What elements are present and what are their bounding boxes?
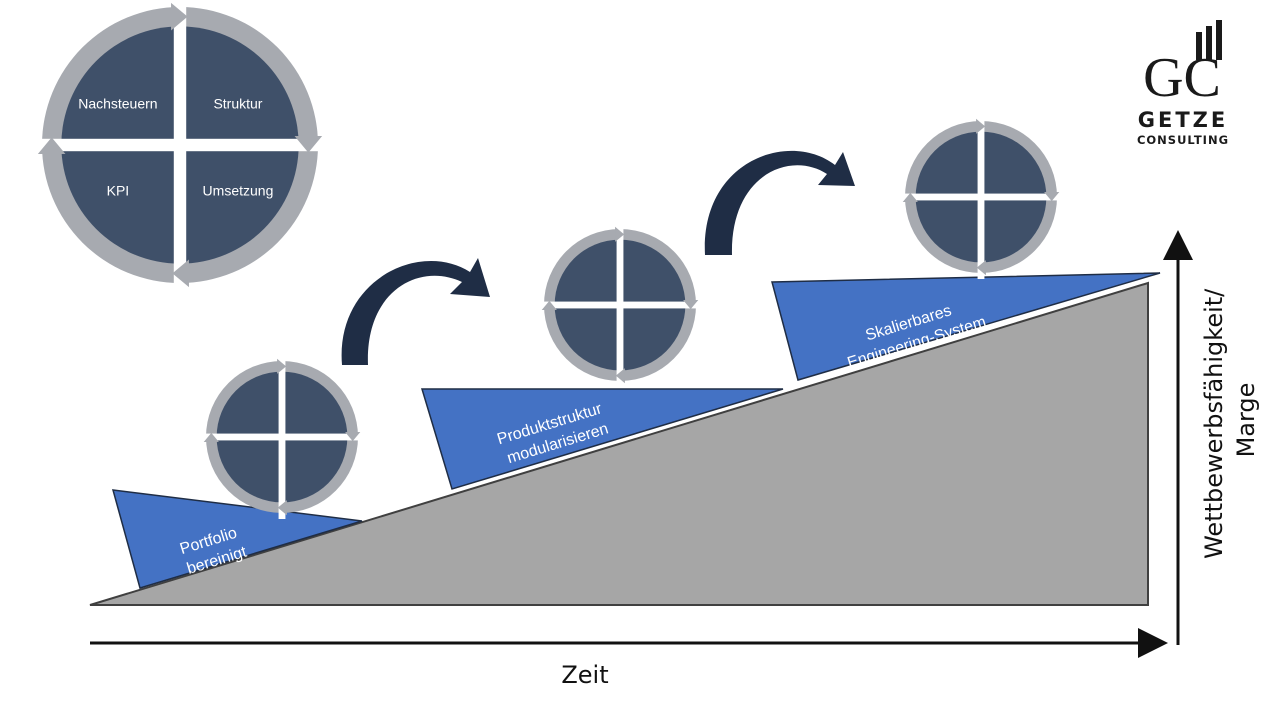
step-produktstruktur: Produktstruktur modularisieren bbox=[420, 388, 784, 490]
step-portfolio: Portfolio bereinigt bbox=[111, 489, 363, 589]
cycle-divider bbox=[899, 193, 1063, 201]
x-axis-label: Zeit bbox=[561, 661, 608, 689]
logo-subtitle: CONSULTING bbox=[1137, 133, 1229, 147]
cycle-arrowhead-icon bbox=[203, 432, 219, 442]
getze-consulting-logo: GC GETZE CONSULTING bbox=[1137, 20, 1229, 147]
cycle-arrowhead-icon bbox=[171, 2, 188, 31]
cycle-arrowhead-icon bbox=[1044, 192, 1060, 202]
cycle-arrowhead-icon bbox=[37, 137, 66, 154]
cycle-arrowhead-icon bbox=[345, 432, 361, 442]
cycle-arrowhead-icon bbox=[294, 136, 323, 153]
cycle-quadrant-label: Nachsteuern bbox=[78, 96, 157, 112]
cycle-arrowhead-icon bbox=[172, 259, 189, 288]
cycle-arrowhead-icon bbox=[683, 300, 699, 310]
cycle-arrowhead-icon bbox=[902, 192, 918, 202]
logo-name: GETZE bbox=[1138, 108, 1228, 132]
y-axis-label-line: Marge bbox=[1232, 383, 1260, 458]
cycle-arrowhead-icon bbox=[277, 358, 287, 374]
cycle-step-2 bbox=[538, 223, 702, 387]
cycle-arrowhead-icon bbox=[615, 368, 625, 384]
y-axis-label: Wettbewerbsfähigkeit/ Marge bbox=[1200, 281, 1260, 559]
cycle-quadrant-label: Umsetzung bbox=[203, 183, 274, 199]
cycle-arrowhead-icon bbox=[277, 500, 287, 516]
cycle-arrowhead-icon bbox=[976, 118, 986, 134]
cycle-quadrant-label: KPI bbox=[107, 183, 130, 199]
cycle-divider bbox=[200, 433, 364, 441]
cycle-divider bbox=[538, 301, 702, 309]
y-axis-label-line: Wettbewerbsfähigkeit/ bbox=[1200, 288, 1228, 559]
cycle-arrowhead-icon bbox=[615, 226, 625, 242]
cycle-step-3 bbox=[899, 115, 1063, 279]
cycle-arrowhead-icon bbox=[541, 300, 557, 310]
cycle-step-1 bbox=[200, 355, 364, 519]
cycle-arrowhead-icon bbox=[976, 260, 986, 276]
logo-monogram: GC bbox=[1143, 47, 1221, 109]
growth-ramp bbox=[89, 281, 1149, 606]
cycle-quadrant-label: Struktur bbox=[213, 96, 262, 112]
curved-arrow-icon bbox=[341, 258, 490, 365]
curved-arrow-icon bbox=[704, 150, 855, 255]
cycle-divider bbox=[36, 138, 324, 152]
